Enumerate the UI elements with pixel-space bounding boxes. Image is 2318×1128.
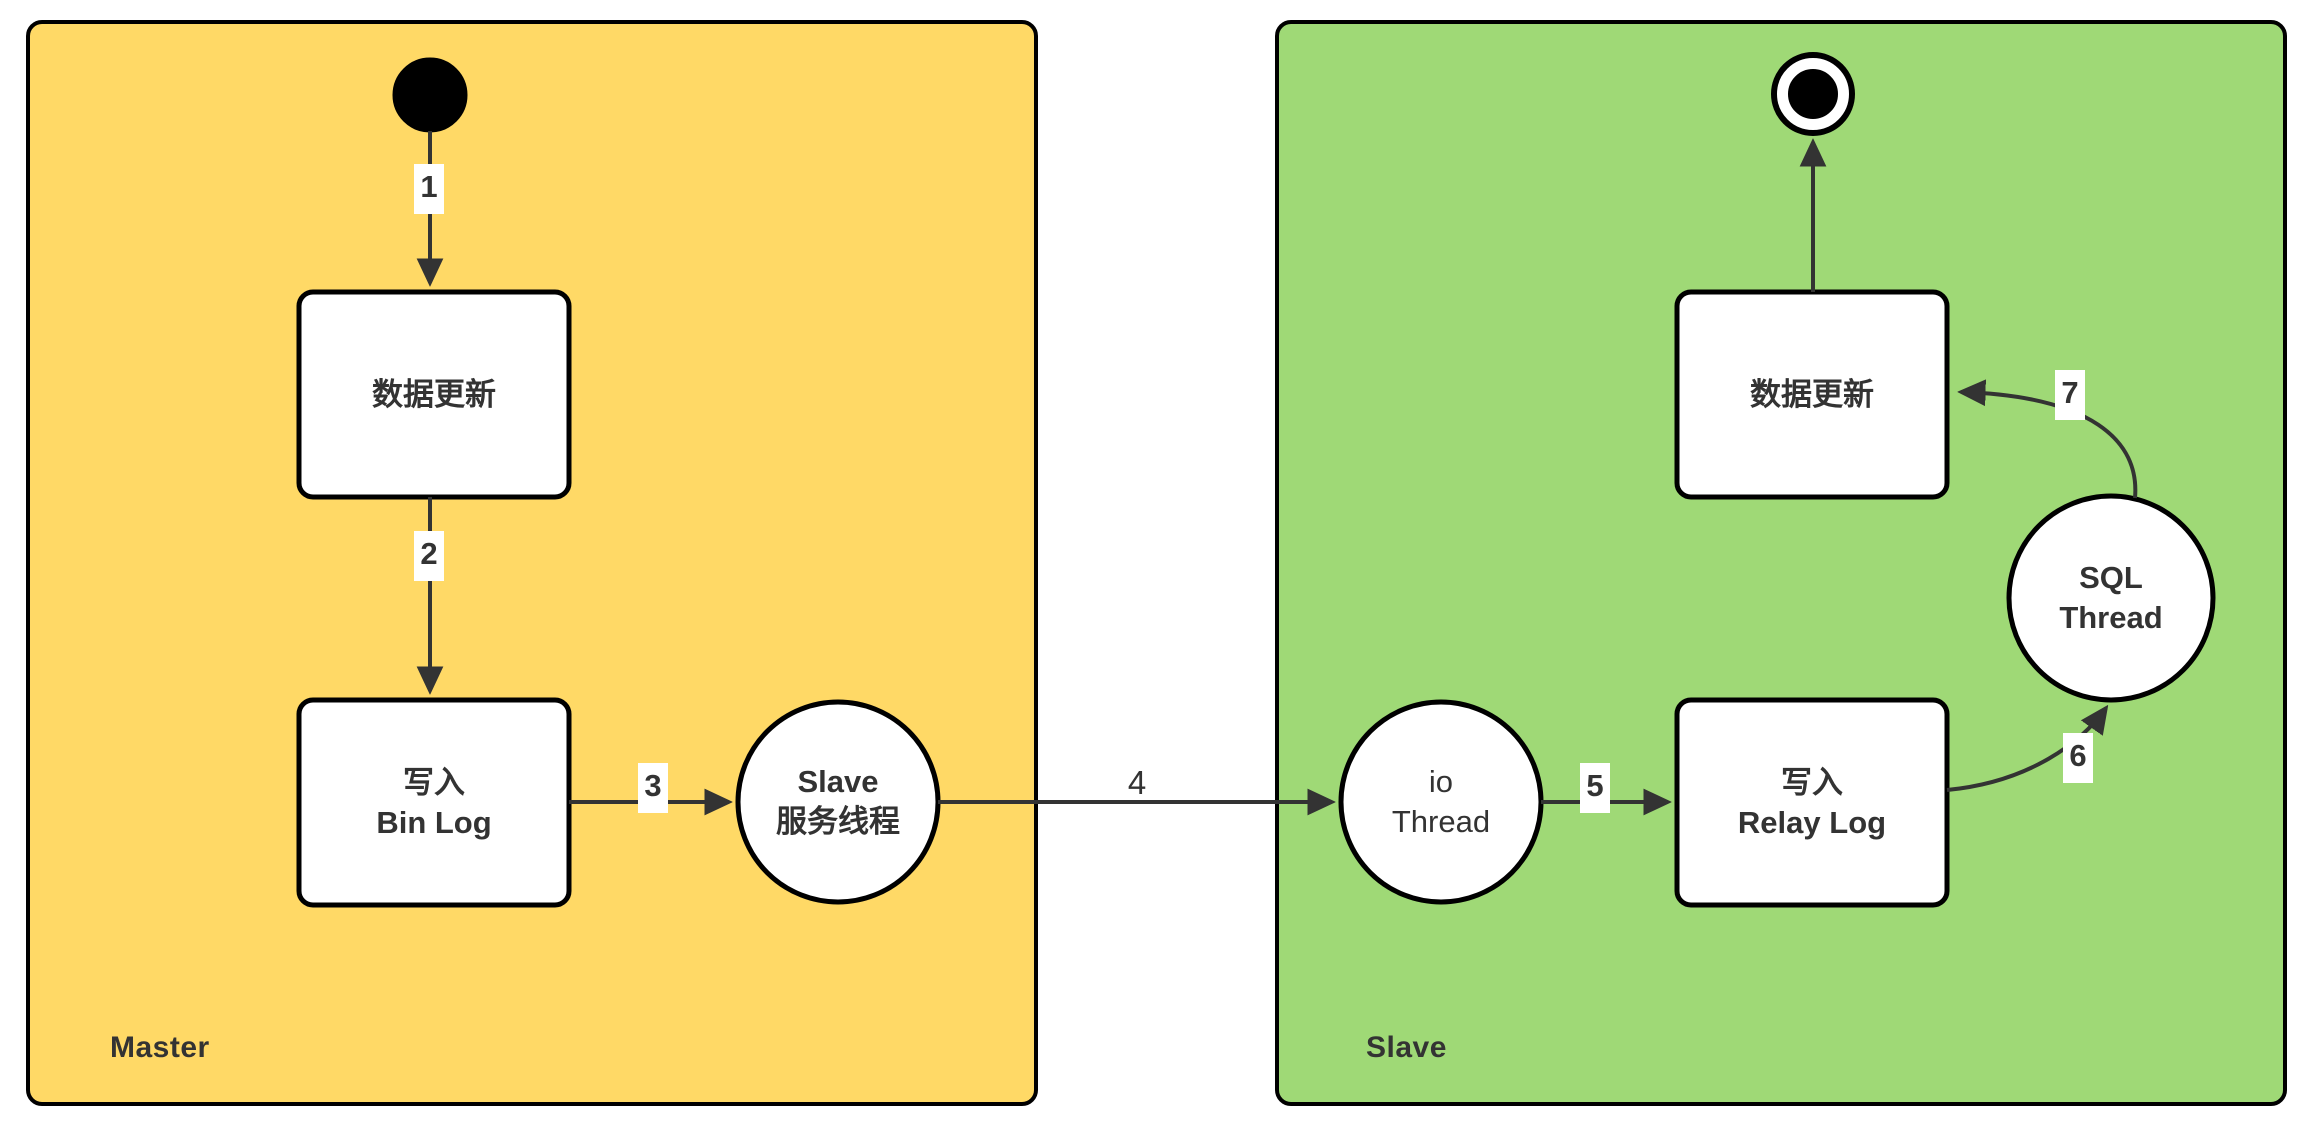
node-master-data-update[interactable] bbox=[296, 289, 572, 500]
pool-title-slave: Slave bbox=[1366, 1031, 1447, 1064]
node-slave-service-thread[interactable] bbox=[735, 699, 941, 905]
edge-label-2: 2 bbox=[414, 531, 444, 581]
pool-master bbox=[26, 20, 1038, 1106]
node-sql-thread[interactable] bbox=[2006, 493, 2216, 703]
node-io-thread[interactable] bbox=[1338, 699, 1544, 905]
edge-label-4: 4 bbox=[1127, 764, 1147, 801]
node-slave-data-update[interactable] bbox=[1674, 289, 1950, 500]
edge-label-1: 1 bbox=[414, 164, 444, 214]
start-event-node[interactable] bbox=[392, 57, 468, 133]
end-event-inner-dot bbox=[1788, 69, 1838, 119]
edge-label-5: 5 bbox=[1580, 763, 1610, 813]
pool-title-master: Master bbox=[110, 1031, 210, 1064]
edge-6-path bbox=[1946, 708, 2106, 792]
edge-label-3: 3 bbox=[638, 763, 668, 813]
pool-master-rect bbox=[26, 20, 1038, 1106]
node-master-bin-log[interactable] bbox=[296, 697, 572, 908]
edge-label-7: 7 bbox=[2055, 370, 2085, 420]
node-relay-log[interactable] bbox=[1674, 697, 1950, 908]
edge-label-6: 6 bbox=[2063, 733, 2093, 783]
edge-7-path bbox=[1961, 392, 2138, 499]
